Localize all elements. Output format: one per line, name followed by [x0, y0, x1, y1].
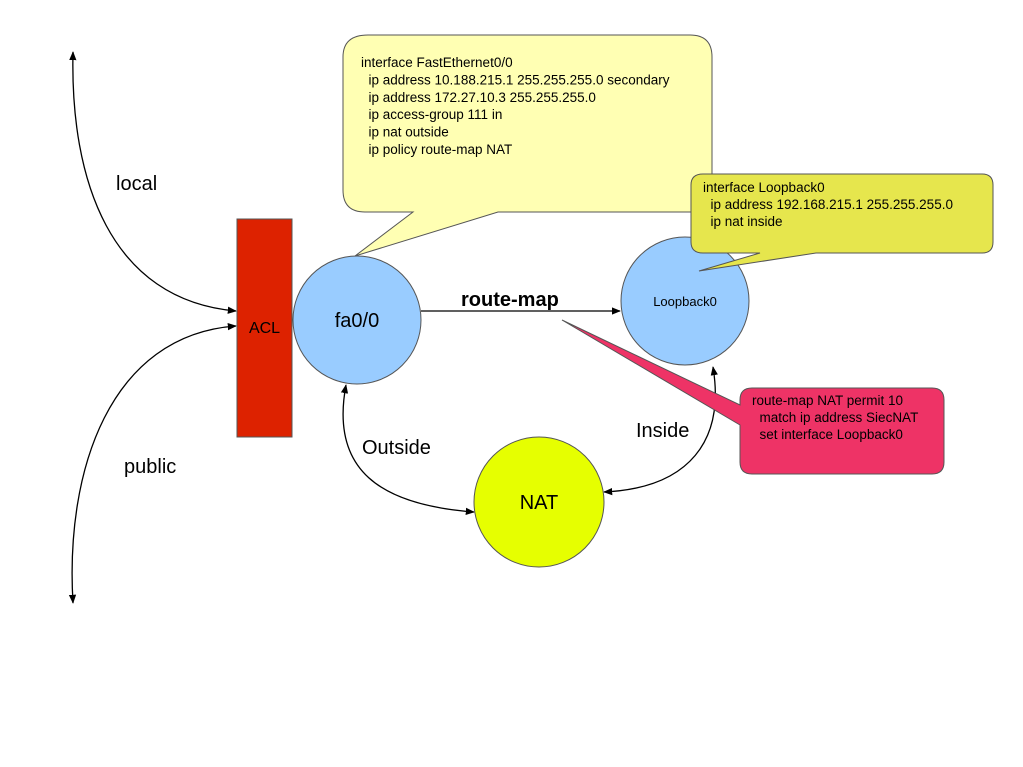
loopback-config-line: ip address 192.168.215.1 255.255.255.0 — [703, 197, 953, 212]
loopback0-interface-node — [620, 236, 750, 366]
route-map-config-line: set interface Loopback0 — [752, 427, 903, 442]
public-arrow — [68, 322, 237, 604]
acl-label: ACL — [249, 320, 280, 337]
fastethernet-config-line: ip access-group 111 in — [361, 107, 502, 122]
loopback-config-text: interface Loopback0 ip address 192.168.2… — [703, 180, 972, 229]
acl-block — [236, 218, 293, 438]
route-map-config-text: route-map NAT permit 10 match ip address… — [752, 393, 937, 442]
fa0-0-label: fa0/0 — [335, 310, 379, 332]
fastethernet-config-line: interface FastEthernet0/0 — [361, 55, 513, 70]
fastethernet-config-line: ip policy route-map NAT — [361, 142, 512, 157]
inside-arrow — [603, 366, 718, 496]
loopback-config-line: interface Loopback0 — [703, 180, 825, 195]
route-map-label: route-map — [461, 289, 559, 311]
outside-arrow — [340, 384, 475, 516]
route-map-config-line: match ip address SiecNAT — [752, 410, 918, 425]
fastethernet-config-line: ip address 10.188.215.1 255.255.255.0 se… — [361, 72, 670, 87]
fa0-0-interface-node — [292, 255, 422, 385]
loopback0-label: Loopback0 — [653, 294, 717, 309]
public-label: public — [124, 456, 176, 478]
fastethernet-config-text: interface FastEthernet0/0 ip address 10.… — [361, 55, 688, 157]
fastethernet-config-line: ip nat outside — [361, 125, 449, 140]
nat-label: NAT — [520, 492, 559, 514]
fastethernet-config-line: ip address 172.27.10.3 255.255.255.0 — [361, 90, 596, 105]
local-label: local — [116, 173, 157, 195]
nat-node — [473, 436, 605, 568]
route-map-config-line: route-map NAT permit 10 — [752, 393, 903, 408]
outside-label: Outside — [362, 437, 431, 459]
route-map-config-callout — [561, 319, 945, 475]
inside-label: Inside — [636, 420, 689, 442]
fastethernet-config-callout — [342, 34, 713, 257]
loopback-config-callout — [690, 173, 994, 272]
loopback-config-line: ip nat inside — [703, 214, 783, 229]
local-arrow — [69, 51, 237, 314]
